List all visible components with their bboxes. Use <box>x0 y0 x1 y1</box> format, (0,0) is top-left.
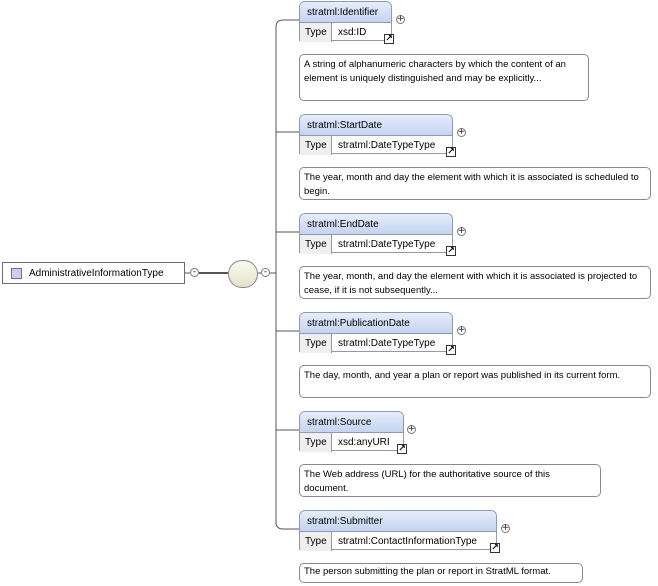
type-link-icon[interactable]: ↗ <box>384 34 394 44</box>
element-enddate[interactable]: stratml:EndDate Type stratml:DateTypeTyp… <box>299 213 453 254</box>
sequence-compositor-icon[interactable] <box>228 260 258 288</box>
type-value: stratml:DateTypeType <box>338 338 436 349</box>
type-value: xsd:ID <box>338 27 367 38</box>
expand-toggle[interactable]: + <box>457 226 466 236</box>
element-submitter[interactable]: stratml:Submitter Type stratml:ContactIn… <box>299 510 497 551</box>
complex-type-icon <box>11 267 22 279</box>
root-collapse-toggle[interactable]: - <box>190 268 199 277</box>
element-identifier[interactable]: stratml:Identifier Type xsd:ID <box>299 1 392 42</box>
element-type-row: Type stratml:DateTypeType <box>300 235 452 254</box>
type-label: Type <box>300 334 332 353</box>
element-description: The person submitting the plan or report… <box>299 563 583 583</box>
type-link-icon[interactable]: ↗ <box>446 147 456 157</box>
type-link-icon[interactable]: ↗ <box>446 345 456 355</box>
element-name: stratml:Submitter <box>300 511 496 532</box>
type-link-icon[interactable]: ↗ <box>397 444 407 454</box>
element-name: stratml:Source <box>300 412 403 433</box>
element-description: A string of alphanumeric characters by w… <box>299 54 589 101</box>
sequence-collapse-toggle[interactable]: - <box>261 268 270 277</box>
type-label: Type <box>300 136 332 155</box>
element-type-row: Type xsd:anyURI <box>300 433 403 452</box>
expand-toggle[interactable]: + <box>457 325 466 335</box>
type-value: stratml:DateTypeType <box>338 140 436 151</box>
expand-toggle[interactable]: + <box>396 14 405 24</box>
element-source[interactable]: stratml:Source Type xsd:anyURI <box>299 411 404 452</box>
element-type-row: Type stratml:ContactInformationType <box>300 532 496 551</box>
element-type-row: Type stratml:DateTypeType <box>300 136 452 155</box>
element-name: stratml:PublicationDate <box>300 313 452 334</box>
type-link-icon[interactable]: ↗ <box>490 543 500 553</box>
element-name: stratml:EndDate <box>300 214 452 235</box>
element-description: The year, month and day the element with… <box>299 167 651 200</box>
type-label: Type <box>300 532 332 551</box>
expand-toggle[interactable]: + <box>457 127 466 137</box>
element-startdate[interactable]: stratml:StartDate Type stratml:DateTypeT… <box>299 114 453 155</box>
element-description: The day, month, and year a plan or repor… <box>299 365 651 398</box>
element-name: stratml:Identifier <box>300 2 391 23</box>
root-complex-type[interactable]: AdministrativeInformationType <box>2 262 185 284</box>
type-value: stratml:ContactInformationType <box>338 536 477 547</box>
expand-toggle[interactable]: + <box>501 523 510 533</box>
type-label: Type <box>300 23 332 42</box>
type-label: Type <box>300 433 332 452</box>
element-publicationdate[interactable]: stratml:PublicationDate Type stratml:Dat… <box>299 312 453 353</box>
type-value: stratml:DateTypeType <box>338 239 436 250</box>
type-label: Type <box>300 235 332 254</box>
type-value: xsd:anyURI <box>338 437 390 448</box>
expand-toggle[interactable]: + <box>407 424 416 434</box>
type-link-icon[interactable]: ↗ <box>446 246 456 256</box>
element-name: stratml:StartDate <box>300 115 452 136</box>
element-type-row: Type xsd:ID <box>300 23 391 42</box>
element-description: The Web address (URL) for the authoritat… <box>299 464 601 497</box>
element-type-row: Type stratml:DateTypeType <box>300 334 452 353</box>
element-description: The year, month, and day the element wit… <box>299 266 651 299</box>
root-type-label: AdministrativeInformationType <box>29 267 164 279</box>
